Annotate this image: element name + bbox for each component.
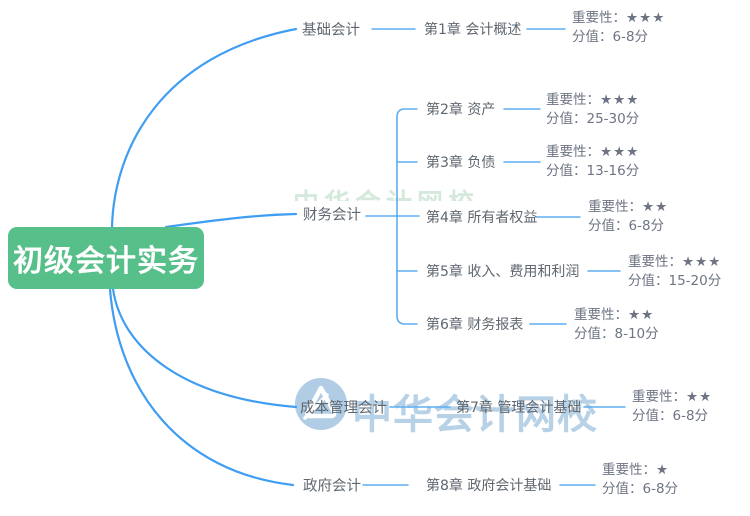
score-line: 分值：6-8分 bbox=[572, 28, 665, 47]
watermark-logo bbox=[295, 378, 347, 430]
watermark-green-text: 中华会计网校 bbox=[293, 183, 523, 201]
chapter-node-1[interactable]: 第1章 会计概述 bbox=[424, 22, 522, 38]
score-line: 分值：15-20分 bbox=[628, 272, 721, 291]
score-line: 分值：25-30分 bbox=[546, 110, 639, 129]
chapter-node-8[interactable]: 第8章 政府会计基础 bbox=[426, 478, 552, 494]
detail-node-ch4[interactable]: 重要性：★★ 分值：6-8分 bbox=[588, 198, 668, 236]
importance-line: 重要性：★★★ bbox=[546, 91, 639, 110]
chapter-node-4[interactable]: 第4章 所有者权益 bbox=[426, 210, 538, 226]
importance-label: 重要性： bbox=[632, 389, 686, 405]
connector-root-to-government bbox=[108, 287, 295, 487]
importance-stars: ★★★ bbox=[600, 92, 640, 108]
branch-node-basic-accounting[interactable]: 基础会计 bbox=[302, 22, 360, 39]
importance-stars: ★★ bbox=[686, 389, 713, 405]
importance-line: 重要性：★★ bbox=[574, 306, 659, 325]
importance-label: 重要性： bbox=[574, 307, 628, 323]
score-label: 分值： bbox=[546, 111, 587, 127]
score-value: 6-8分 bbox=[642, 481, 679, 497]
detail-node-ch6[interactable]: 重要性：★★ 分值：8-10分 bbox=[574, 306, 659, 344]
importance-line: 重要性：★★★ bbox=[572, 9, 665, 28]
score-line: 分值：6-8分 bbox=[588, 217, 668, 236]
importance-label: 重要性： bbox=[572, 10, 626, 26]
importance-stars: ★★★ bbox=[600, 144, 640, 160]
branch-node-financial-accounting[interactable]: 财务会计 bbox=[303, 207, 361, 224]
branch-node-government-accounting[interactable]: 政府会计 bbox=[303, 478, 361, 495]
connector-root-to-basic bbox=[110, 27, 298, 229]
detail-node-ch3[interactable]: 重要性：★★★ 分值：13-16分 bbox=[546, 143, 639, 181]
score-line: 分值：8-10分 bbox=[574, 325, 659, 344]
score-label: 分值： bbox=[602, 481, 643, 497]
connector-root-to-cost bbox=[111, 287, 298, 409]
score-value: 25-30分 bbox=[586, 111, 640, 127]
detail-node-ch5[interactable]: 重要性：★★★ 分值：15-20分 bbox=[628, 253, 721, 291]
chapter-node-5[interactable]: 第5章 收入、费用和利润 bbox=[426, 264, 580, 280]
importance-stars: ★ bbox=[656, 462, 670, 478]
importance-stars: ★★ bbox=[628, 307, 655, 323]
watermark-logo-slash bbox=[303, 393, 329, 420]
score-value: 13-16分 bbox=[586, 163, 640, 179]
importance-line: 重要性：★ bbox=[602, 461, 678, 480]
connector-root-to-financial bbox=[164, 212, 298, 229]
score-value: 6-8分 bbox=[612, 29, 649, 45]
score-label: 分值： bbox=[572, 29, 613, 45]
root-node[interactable]: 初级会计实务 bbox=[8, 227, 204, 289]
connector-financial-bracket bbox=[396, 108, 418, 325]
importance-line: 重要性：★★ bbox=[588, 198, 668, 217]
branch-node-cost-management[interactable]: 成本管理会计 bbox=[300, 400, 387, 417]
detail-node-ch1[interactable]: 重要性：★★★ 分值：6-8分 bbox=[572, 9, 665, 47]
score-line: 分值：13-16分 bbox=[546, 162, 639, 181]
score-line: 分值：6-8分 bbox=[602, 480, 678, 499]
score-label: 分值： bbox=[574, 326, 615, 342]
detail-node-ch7[interactable]: 重要性：★★ 分值：6-8分 bbox=[632, 388, 712, 426]
watermark-brand-text: 中华会计网校 bbox=[352, 392, 598, 438]
importance-line: 重要性：★★★ bbox=[628, 253, 721, 272]
chapter-node-7[interactable]: 第7章 管理会计基础 bbox=[456, 400, 582, 416]
importance-label: 重要性： bbox=[546, 144, 600, 160]
score-line: 分值：6-8分 bbox=[632, 407, 712, 426]
chapter-node-6[interactable]: 第6章 财务报表 bbox=[426, 317, 524, 333]
importance-label: 重要性： bbox=[602, 462, 656, 478]
score-label: 分值： bbox=[628, 273, 669, 289]
importance-label: 重要性： bbox=[628, 254, 682, 270]
importance-line: 重要性：★★ bbox=[632, 388, 712, 407]
detail-node-ch2[interactable]: 重要性：★★★ 分值：25-30分 bbox=[546, 91, 639, 129]
score-value: 6-8分 bbox=[672, 408, 709, 424]
importance-label: 重要性： bbox=[588, 199, 642, 215]
importance-stars: ★★ bbox=[642, 199, 669, 215]
score-label: 分值： bbox=[588, 218, 629, 234]
score-value: 6-8分 bbox=[628, 218, 665, 234]
importance-stars: ★★★ bbox=[626, 10, 666, 26]
detail-node-ch8[interactable]: 重要性：★ 分值：6-8分 bbox=[602, 461, 678, 499]
chapter-node-3[interactable]: 第3章 负债 bbox=[426, 155, 496, 171]
importance-line: 重要性：★★★ bbox=[546, 143, 639, 162]
score-value: 15-20分 bbox=[668, 273, 722, 289]
score-label: 分值： bbox=[546, 163, 587, 179]
score-label: 分值： bbox=[632, 408, 673, 424]
importance-label: 重要性： bbox=[546, 92, 600, 108]
score-value: 8-10分 bbox=[614, 326, 659, 342]
importance-stars: ★★★ bbox=[682, 254, 722, 270]
chapter-node-2[interactable]: 第2章 资产 bbox=[426, 102, 496, 118]
